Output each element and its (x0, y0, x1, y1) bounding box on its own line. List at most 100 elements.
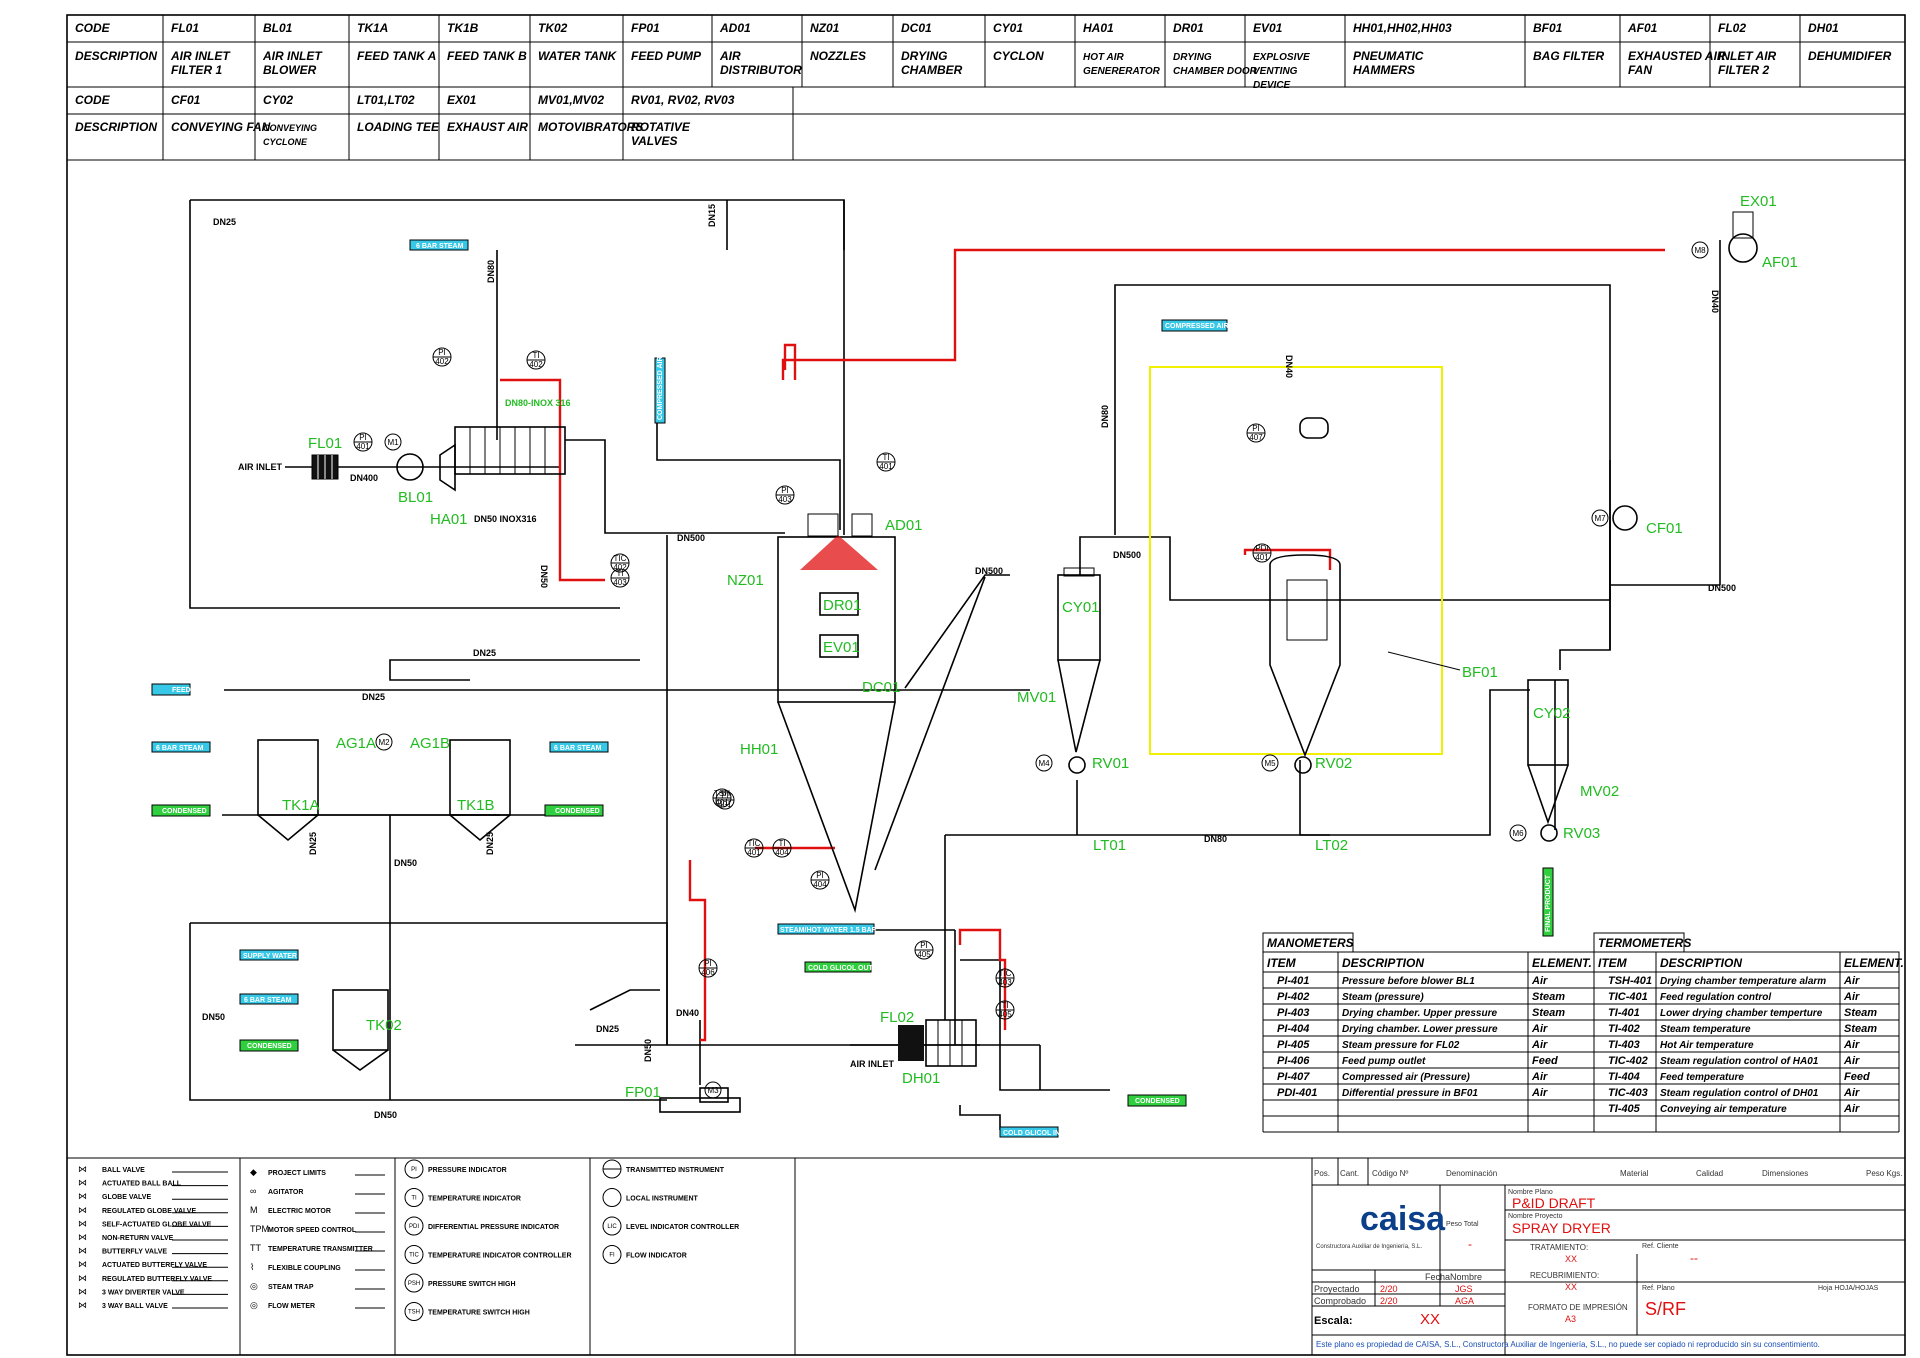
svg-text:PDI: PDI (1255, 544, 1268, 553)
header-code-cell: AF01 (1627, 21, 1658, 35)
legend-valve-label: ACTUATED BUTTERFLY VALVE (102, 1262, 207, 1269)
tag-mv01: MV01 (1017, 689, 1056, 706)
mano-table-cell: Compressed air (Pressure) (1342, 1072, 1471, 1083)
svg-text:406: 406 (701, 968, 715, 977)
motor-m7-icon: M7 (1591, 509, 1609, 527)
recubrimiento-label: RECUBRIMIENTO: (1530, 1271, 1599, 1280)
cy02-cyclone-symbol (1527, 679, 1569, 842)
svg-text:402: 402 (435, 357, 449, 366)
svg-text:TIC: TIC (614, 554, 627, 563)
dn50-label: DN50 (539, 565, 549, 588)
svg-text:403: 403 (998, 978, 1012, 987)
tag-ag1b: AG1B (410, 735, 450, 752)
svg-text:PI: PI (920, 941, 928, 950)
svg-text:402: 402 (613, 563, 627, 572)
utility-condensed-4: CONDENSED (1127, 1094, 1187, 1107)
header-code-cell: EX01 (447, 93, 477, 107)
termo-table-cell: TIC-401 (1608, 991, 1648, 1003)
termo-table-cell: TSH-401 (1608, 975, 1652, 987)
tk1a-tank-symbol (257, 739, 319, 842)
legend-label: PRESSURE SWITCH HIGH (428, 1281, 516, 1288)
legend-symbol: TPM (250, 1224, 269, 1234)
legend-instrument-symbol: PI (411, 1167, 417, 1173)
escala-label: Escala: (1314, 1315, 1353, 1327)
svg-text:6 BAR STEAM: 6 BAR STEAM (244, 997, 292, 1004)
termo-table-cell: TI-405 (1608, 1103, 1641, 1115)
title-block-header-cell: Dimensiones (1762, 1169, 1808, 1178)
dn80-label-b: DN80 (1100, 405, 1110, 428)
legend-valve-symbol: ⋈ (78, 1246, 87, 1256)
header-code-cell: RV01, RV02, RV03 (631, 93, 735, 107)
tag-fl01: FL01 (308, 435, 342, 452)
header-code-cell: TK1B (447, 21, 479, 35)
svg-text:FINAL PRODUCT: FINAL PRODUCT (1545, 874, 1552, 932)
header-description-cell: WATER TANK (538, 49, 618, 63)
legend-valve-symbol: ⋈ (78, 1218, 87, 1228)
title-block-header-cell: Código Nº (1372, 1169, 1408, 1178)
mano-table-cell: Air (1531, 975, 1548, 987)
svg-text:CONDENSED: CONDENSED (1135, 1098, 1180, 1105)
legend-label: TEMPERATURE INDICATOR CONTROLLER (428, 1253, 572, 1260)
comprobado-fecha: 2/20 (1380, 1296, 1398, 1306)
nombre-proyecto-label: Nombre Proyecto (1508, 1213, 1563, 1220)
nombre-plano-label: Nombre Plano (1508, 1189, 1553, 1196)
svg-text:401: 401 (1255, 553, 1269, 562)
tag-dr01: DR01 (823, 597, 861, 614)
termo-table-cell: Feed temperature (1660, 1072, 1744, 1083)
termo-table-cell: TIC-403 (1608, 1087, 1648, 1099)
svg-text:PI: PI (781, 486, 789, 495)
motor-m4-icon: M4 (1035, 754, 1053, 772)
svg-text:COLD GLICOL IN: COLD GLICOL IN (1003, 1130, 1060, 1137)
header-code-cell: HA01 (1083, 21, 1114, 35)
termo-table-cell: TI-403 (1608, 1039, 1640, 1051)
header-code-cell: FL02 (1718, 21, 1746, 35)
formato-label: FORMATO DE IMPRESIÓN (1528, 1303, 1628, 1312)
header-description-cell: LOADING TEE (357, 120, 440, 134)
svg-text:402: 402 (529, 360, 543, 369)
motor-m3-icon: M3 (704, 1081, 722, 1099)
svg-text:PI: PI (721, 791, 729, 800)
nombre-label: Nombre (1450, 1272, 1482, 1282)
tag-dc01: DC01 (862, 679, 900, 696)
legend-symbol: TT (250, 1243, 261, 1253)
ref-cliente-label: Ref. Cliente (1642, 1243, 1679, 1250)
header-code-cell: HH01,HH02,HH03 (1353, 21, 1452, 35)
legend-valve-symbol: ⋈ (78, 1232, 87, 1242)
legend-instrument-symbol: TSH (408, 1310, 420, 1316)
termo-table-header: DESCRIPTION (1660, 956, 1742, 970)
tag-dh01: DH01 (902, 1070, 940, 1087)
ha01-heater-symbol (439, 426, 566, 492)
mano-table-cell: Feed (1532, 1055, 1558, 1067)
legend-valve-symbol: ⋈ (78, 1205, 87, 1215)
termo-table-cell: TI-404 (1608, 1071, 1640, 1083)
header-code-cell: MV01,MV02 (538, 93, 604, 107)
tratamiento-value: XX (1565, 1254, 1577, 1264)
legend-symbol: ⌇ (250, 1262, 254, 1272)
termo-table-header: ITEM (1598, 956, 1628, 970)
svg-text:TI: TI (882, 453, 889, 462)
legend-valve-symbol: ⋈ (78, 1300, 87, 1310)
utility-condensed-3: CONDENSED (239, 1039, 299, 1052)
bag-filter-highlight-box (1149, 366, 1443, 755)
mano-table-cell: PI-404 (1277, 1023, 1309, 1035)
termo-table-cell: Steam temperature (1660, 1024, 1751, 1035)
svg-text:SUPPLY WATER: SUPPLY WATER (243, 953, 297, 960)
af01-fan-symbol (1728, 211, 1758, 263)
termo-table-cell: Conveying air temperature (1660, 1104, 1787, 1115)
header-code-cell: CODE (75, 93, 111, 107)
mano-table-header: ITEM (1267, 956, 1297, 970)
svg-text:CONDENSED: CONDENSED (162, 808, 207, 815)
legend-symbol: ◎ (250, 1281, 258, 1291)
header-description-cell: FEED TANK B (447, 49, 527, 63)
legend-valve-symbol: ⋈ (78, 1286, 87, 1296)
legend-valve-symbol: ⋈ (78, 1191, 87, 1201)
svg-text:TI: TI (1001, 1001, 1008, 1010)
tk02-tank-symbol (332, 989, 389, 1071)
